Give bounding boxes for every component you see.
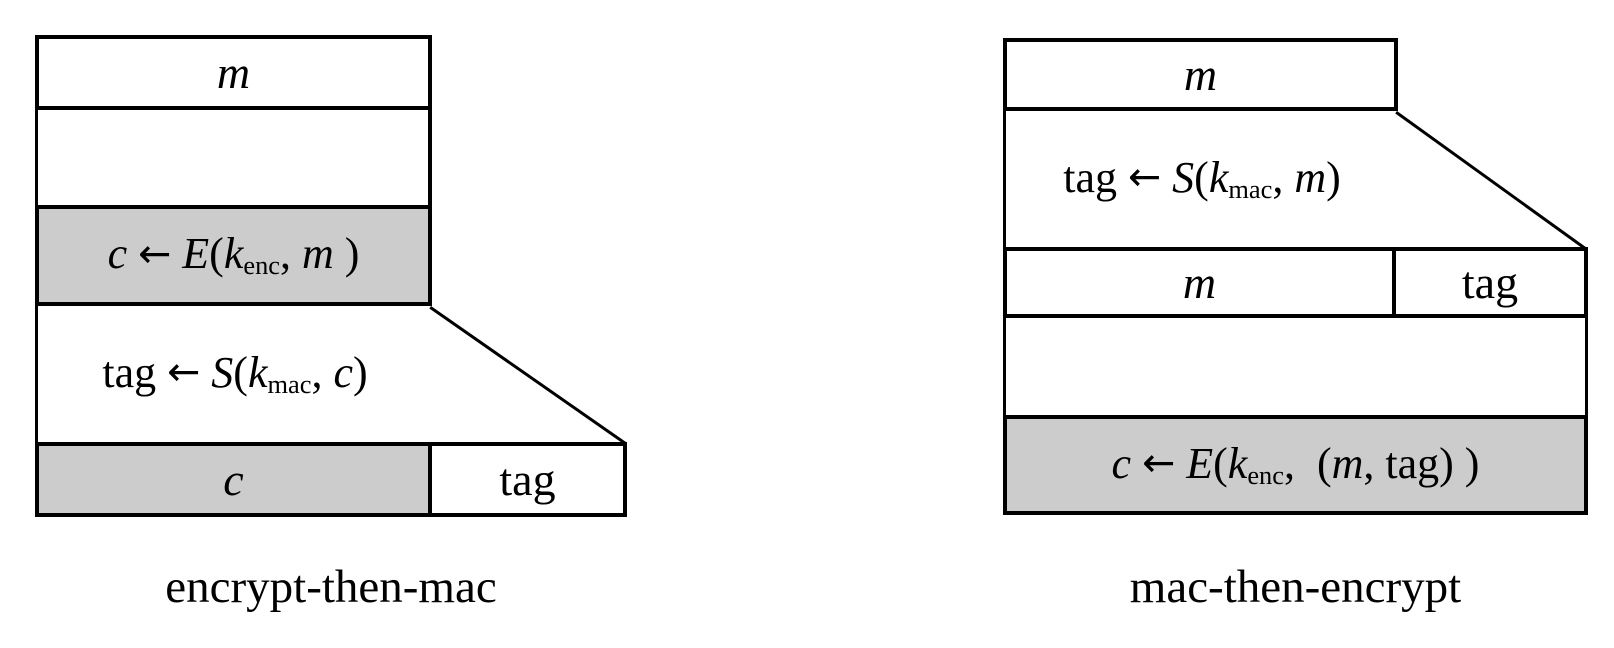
etm-connector-region <box>35 110 432 205</box>
etm-message-box: m <box>35 35 432 110</box>
etm-ciphertext-label: c <box>223 453 244 505</box>
mte-encrypt-expression: c ← E(kenc, (m, tag) ) <box>1111 438 1480 490</box>
etm-mac-region: tag ← S(kmac, c) <box>35 306 432 442</box>
etm-ciphertext-cell: c <box>39 446 432 513</box>
mte-connector-region <box>1003 318 1588 415</box>
mte-message-box: m <box>1003 38 1398 111</box>
etm-mac-expression: tag ← S(kmac, c) <box>102 347 368 399</box>
etm-encrypt-box: c ← E(kenc, m ) <box>35 205 432 306</box>
etm-caption: encrypt-then-mac <box>165 561 497 613</box>
mte-row-message-label: m <box>1182 256 1217 308</box>
etm-message-label: m <box>216 46 251 98</box>
mte-message-tag-row: m tag <box>1003 247 1588 318</box>
etm-tag-label: tag <box>499 453 556 505</box>
etm-tag-cell: tag <box>432 446 623 513</box>
mte-row-message-cell: m <box>1007 251 1396 314</box>
mte-encrypt-box: c ← E(kenc, (m, tag) ) <box>1003 415 1588 515</box>
mte-mac-region: tag ← S(kmac, m) <box>1003 111 1398 247</box>
mte-mac-expression: tag ← S(kmac, m) <box>1063 152 1341 204</box>
etm-output-row: c tag <box>35 442 627 517</box>
mte-caption: mac-then-encrypt <box>1129 561 1462 613</box>
mte-row-tag-label: tag <box>1461 256 1519 308</box>
mte-diagonal-line <box>1395 111 1587 251</box>
etm-diagonal-line <box>429 306 627 445</box>
mte-message-label: m <box>1183 48 1218 100</box>
etm-encrypt-expression: c ← E(kenc, m ) <box>107 229 360 281</box>
mte-row-tag-cell: tag <box>1396 251 1584 314</box>
